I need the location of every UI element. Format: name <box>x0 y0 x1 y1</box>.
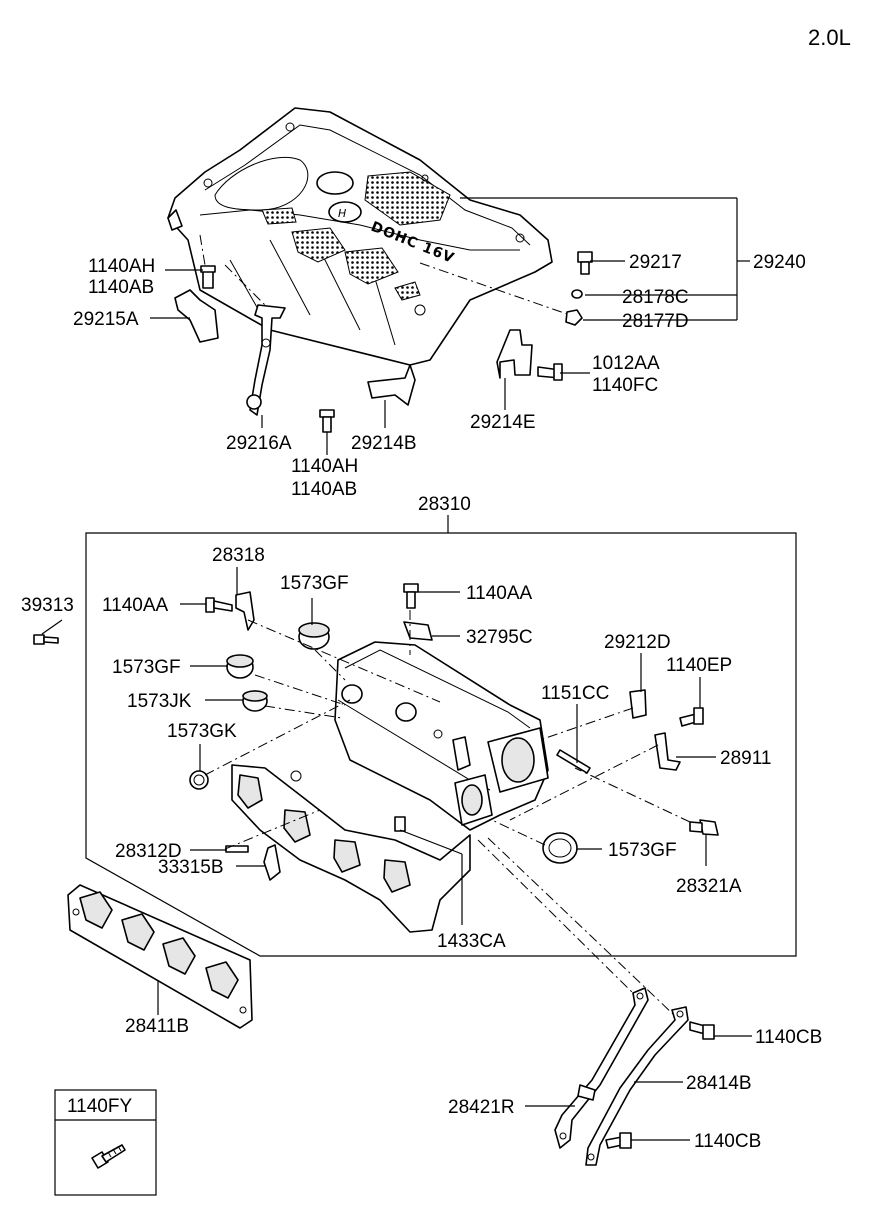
intake-manifold <box>231 641 549 933</box>
label-28312d: 28312D <box>115 841 182 862</box>
label-28911: 28911 <box>720 748 771 769</box>
label-1140aa-left: 1140AA <box>102 595 169 616</box>
label-28321a: 28321A <box>676 876 742 897</box>
label-28178c: 28178C <box>622 287 689 308</box>
label-28318: 28318 <box>212 545 265 566</box>
label-28177d: 28177D <box>622 311 689 332</box>
label-29217: 29217 <box>629 252 682 273</box>
manifold-stays <box>477 837 752 1166</box>
label-1140ab-bottom: 1140AB <box>291 479 357 500</box>
manifold-assembly-box <box>85 515 797 957</box>
legend-box-1140fy: 1140FY <box>54 1089 157 1196</box>
label-1140ah-top: 1140AH <box>88 256 155 277</box>
label-29214e: 29214E <box>470 412 536 433</box>
manifold-fasteners <box>33 583 719 881</box>
label-29216a: 29216A <box>226 433 292 454</box>
label-1573gf-top: 1573GF <box>280 573 349 594</box>
label-33315b: 33315B <box>158 857 224 878</box>
part-labels: 29217 29240 28178C 28177D 1140AH 1140AB … <box>21 252 822 1152</box>
cover-leader-lines <box>150 197 750 455</box>
cover-fasteners <box>174 251 593 433</box>
label-28310: 28310 <box>418 494 471 515</box>
svg-text:H: H <box>338 207 346 220</box>
label-29214b: 29214B <box>351 433 417 454</box>
manifold-leader-lines <box>41 567 716 925</box>
label-1012aa: 1012AA <box>592 353 660 374</box>
label-28411b: 28411B <box>125 1016 189 1037</box>
label-28414b: 28414B <box>686 1073 752 1094</box>
label-1151cc: 1151CC <box>541 683 609 704</box>
label-1433ca: 1433CA <box>437 931 506 952</box>
legend-box-title: 1140FY <box>67 1096 132 1117</box>
label-1140cb-bottom: 1140CB <box>694 1131 761 1152</box>
label-1573gf-left: 1573GF <box>112 657 181 678</box>
label-1140aa-top: 1140AA <box>466 583 533 604</box>
manifold-gasket <box>67 884 253 1029</box>
label-29215a: 29215A <box>73 309 139 330</box>
label-1140ah-bottom: 1140AH <box>291 456 358 477</box>
label-1573gk: 1573GK <box>167 721 237 742</box>
label-29212d: 29212D <box>604 632 671 653</box>
label-29240: 29240 <box>753 252 806 273</box>
label-32795c: 32795C <box>466 627 533 648</box>
label-1140ep: 1140EP <box>666 655 732 676</box>
label-1573jk: 1573JK <box>127 691 192 712</box>
label-39313: 39313 <box>21 595 74 616</box>
label-28421r: 28421R <box>448 1097 515 1118</box>
label-1573gf-right: 1573GF <box>608 840 677 861</box>
label-1140cb-top: 1140CB <box>755 1027 822 1048</box>
engine-size-label: 2.0L <box>808 25 851 50</box>
label-1140ab-top: 1140AB <box>88 277 154 298</box>
label-1140fc: 1140FC <box>592 375 658 396</box>
engine-cover: H DOHC 16V <box>167 107 553 366</box>
